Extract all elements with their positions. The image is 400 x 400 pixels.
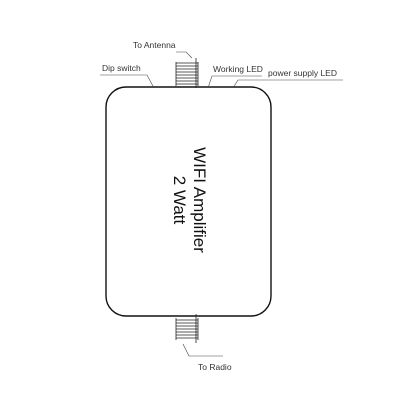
callout-to-radio: To Radio <box>182 343 232 372</box>
power-supply-led-label: power supply LED <box>268 68 337 78</box>
to-radio-label: To Radio <box>198 362 232 372</box>
to-antenna-label: To Antenna <box>133 40 176 50</box>
device-title: WIFI Amplifier 2 Watt <box>170 147 209 253</box>
working-led-label: Working LED <box>213 64 263 74</box>
callout-dip-switch: Dip switch <box>100 63 155 89</box>
callout-working-led: Working LED <box>207 64 263 89</box>
callout-power-supply-led: power supply LED <box>232 68 343 89</box>
dip-switch-leader <box>100 74 155 89</box>
device-title-line1: WIFI Amplifier <box>190 147 209 253</box>
callout-to-antenna: To Antenna <box>133 40 193 59</box>
amplifier-body <box>105 86 272 317</box>
to-antenna-leader <box>176 51 193 59</box>
antenna-connector <box>175 58 199 88</box>
working-led-leader <box>207 75 262 89</box>
device-title-line2: 2 Watt <box>170 176 189 225</box>
to-radio-leader <box>182 343 223 357</box>
radio-connector <box>175 314 199 343</box>
power-supply-led-leader <box>232 79 343 89</box>
dip-switch-label: Dip switch <box>102 63 141 73</box>
